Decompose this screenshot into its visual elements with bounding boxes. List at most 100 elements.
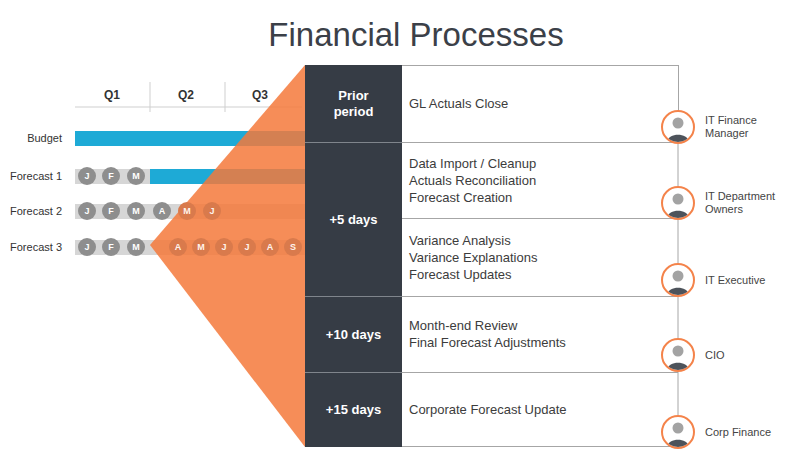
stage-cell: +15 days [305,372,402,447]
task-text: Corporate Forecast Update [409,401,678,418]
month-letter: M [192,238,210,256]
person-head [673,271,684,282]
month-marker: J [203,202,221,220]
person-head [673,194,684,205]
role-avatar: Corp Finance [661,415,695,449]
quarter-label: Q2 [178,88,194,102]
quarter-divider [225,82,226,112]
stage-label: +10 days [326,327,381,343]
task-text: Final Forecast Adjustments [409,334,678,351]
role-name: CIO [705,349,785,362]
role-line [678,65,679,111]
person-body [667,135,689,142]
quarter-label: Q1 [104,88,120,102]
person-body [667,288,689,295]
month-letter: J [78,167,96,185]
month-marker: S [284,238,302,256]
person-icon [663,265,693,295]
stage-label: +5 days [329,212,377,228]
stage-cell: +5 days [305,142,402,296]
month-letter: J [78,238,96,256]
row-line [402,446,678,447]
task-text: Forecast Creation [409,189,678,206]
month-letter: M [127,167,145,185]
person-head [673,346,684,357]
month-marker: J [78,167,96,185]
month-letter: J [215,238,233,256]
task-box: Corporate Forecast Update [402,372,678,447]
role-connector [678,297,679,338]
task-box: Data Import / CleanupActuals Reconciliat… [402,142,678,218]
role-name: Corp Finance [705,426,785,439]
stage-label: Prior period [325,88,383,120]
row-line [402,296,678,297]
month-marker: J [215,238,233,256]
month-letter: F [102,238,120,256]
month-marker: F [102,238,120,256]
task-text: Data Import / Cleanup [409,155,678,172]
task-text: Variance Analysis [409,232,678,249]
quarter-label: Q3 [252,88,268,102]
task-box: GL Actuals Close [402,65,678,142]
task-text: Forecast Updates [409,266,678,283]
month-marker: A [261,238,279,256]
task-text: Variance Explanations [409,249,678,266]
person-head [673,423,684,434]
task-box: Variance AnalysisVariance ExplanationsFo… [402,218,678,296]
task-text: GL Actuals Close [409,95,678,112]
task-text: Actuals Reconciliation [409,172,678,189]
quarter-divider [150,82,151,112]
role-avatar: IT Department Owners [661,186,695,220]
month-letter: A [153,202,171,220]
stage-cell: Prior period [305,65,402,142]
role-connector [678,144,679,186]
month-letter: A [261,238,279,256]
task-text: Month-end Review [409,317,678,334]
person-icon [663,417,693,447]
month-marker: A [153,202,171,220]
row-label: Forecast 3 [10,241,62,253]
diagram-title: Financial Processes [268,16,563,54]
person-icon [663,340,693,370]
row-line [402,372,678,373]
month-marker: F [102,202,120,220]
month-marker: J [78,238,96,256]
month-marker: M [127,202,145,220]
month-letter: F [102,202,120,220]
row-line [402,218,678,219]
row-label: Budget [27,132,62,144]
stage-label: +15 days [326,402,381,418]
month-letter: S [284,238,302,256]
person-icon [663,188,693,218]
person-body [667,363,689,370]
row-line [402,142,678,143]
month-marker: M [127,167,145,185]
month-marker: M [127,238,145,256]
month-letter: J [78,202,96,220]
role-name: IT Department Owners [705,190,785,216]
month-marker: F [102,167,120,185]
person-head [673,118,684,129]
month-marker: M [178,202,196,220]
person-body [667,211,689,218]
role-avatar: IT Finance Manager [661,110,695,144]
role-avatar: IT Executive [661,263,695,297]
role-connector [678,220,679,263]
row-lines [402,65,679,447]
task-box: Month-end ReviewFinal Forecast Adjustmen… [402,296,678,372]
month-letter: F [102,167,120,185]
month-letter: J [203,202,221,220]
month-letter: M [127,202,145,220]
person-icon [663,112,693,142]
role-name: IT Finance Manager [705,114,785,140]
month-letter: J [238,238,256,256]
stage-cell: +10 days [305,296,402,372]
month-letter: M [127,238,145,256]
zoom-funnel [150,65,305,447]
role-avatar: CIO [661,338,695,372]
month-marker: J [78,202,96,220]
month-marker: M [192,238,210,256]
row-label: Forecast 1 [10,170,62,182]
month-marker: J [238,238,256,256]
